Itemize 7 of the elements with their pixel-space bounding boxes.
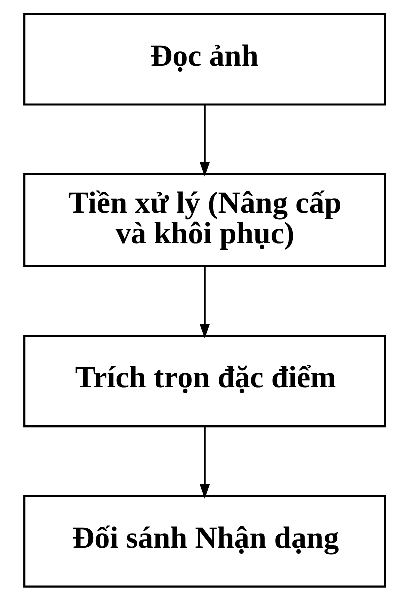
arrow (199, 104, 210, 177)
node-box: Trích trọn đặc điểm (23, 334, 386, 428)
arrow (199, 266, 210, 339)
node-box: Đọc ảnh (23, 13, 386, 106)
node-box: Tiền xử lý (Nâng cấp và khôi phục) (23, 173, 386, 268)
arrow (199, 426, 210, 499)
node-box: Đối sánh Nhận dạng (23, 495, 386, 588)
